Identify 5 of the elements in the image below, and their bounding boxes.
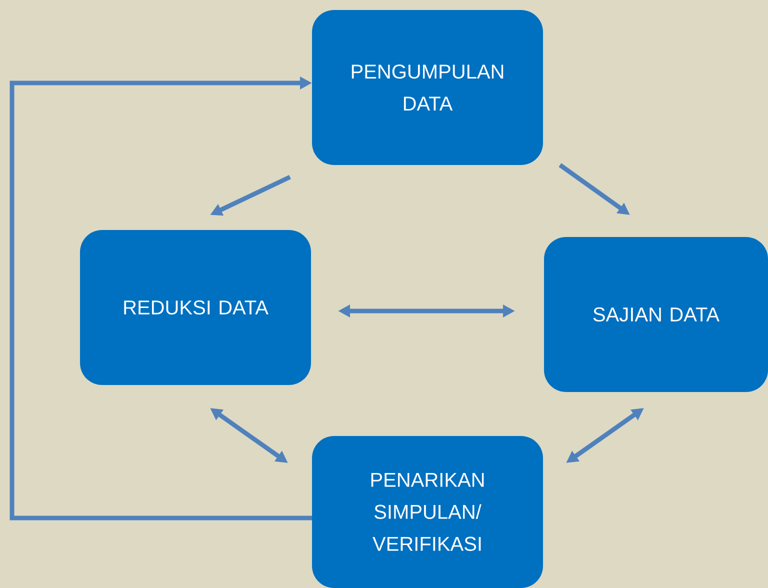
process-box: SAJIAN DATA <box>544 236 768 392</box>
process-box: PENGUMPULAN DATA <box>312 10 543 165</box>
process-box: REDUKSI DATA <box>80 230 311 385</box>
process-box: PENARIKAN SIMPULAN/ VERIFIKASI <box>312 436 543 588</box>
arrow <box>10 76 312 520</box>
